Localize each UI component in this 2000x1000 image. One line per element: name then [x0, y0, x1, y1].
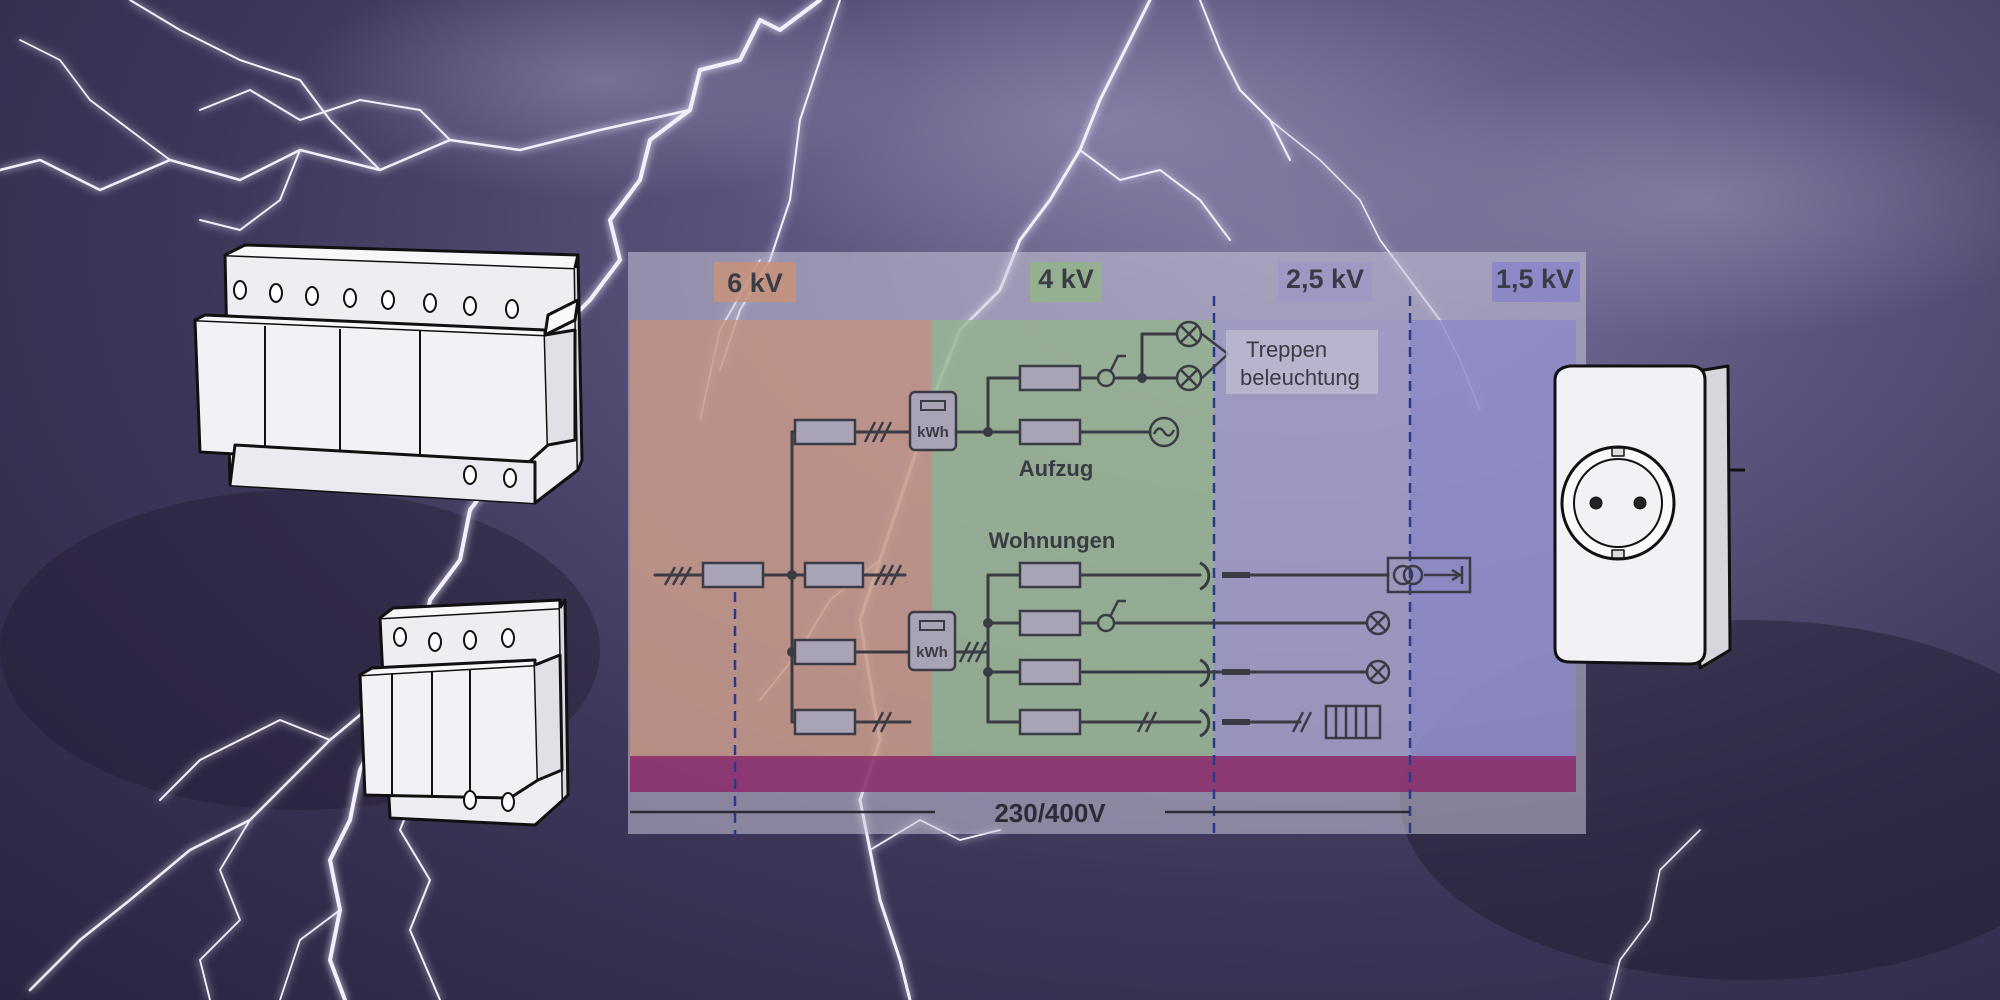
main-fuse: [701, 561, 765, 589]
fuse: [1018, 609, 1082, 637]
fuse: [803, 561, 865, 589]
radiator-icon: [1324, 704, 1382, 740]
motor-icon: [1148, 416, 1180, 448]
lamp-icon: [1175, 364, 1203, 392]
busbar: [630, 756, 1576, 792]
voltage-label: 230/400V: [994, 798, 1106, 828]
meter-label: kWh: [917, 424, 949, 441]
energy-meter-2: kWh: [907, 610, 957, 672]
surge-arrester-2pole: [358, 598, 570, 827]
zone-15kv-band: [1410, 320, 1576, 760]
fuse: [1018, 708, 1082, 736]
fuse: [1018, 561, 1082, 589]
lamp-icon: [1365, 610, 1391, 636]
zone-4kv-band: [932, 320, 1214, 760]
zone-label-4kv: 4 kV: [1038, 264, 1094, 294]
staircase-lighting-label-line1: Treppen: [1246, 337, 1327, 362]
fuse: [793, 708, 857, 736]
surge-arrester-4pole: [193, 243, 584, 505]
fuse: [1018, 418, 1082, 446]
fuse: [1018, 658, 1082, 686]
socket-adapter-icon: [1553, 364, 1745, 670]
zone-label-25kv: 2,5 kV: [1286, 264, 1364, 294]
fuse: [793, 418, 857, 446]
staircase-lighting-label-line2: beleuchtung: [1240, 365, 1360, 390]
lamp-icon: [1175, 320, 1203, 348]
meter-label: kWh: [916, 644, 948, 661]
switch-icon: [1096, 368, 1116, 388]
zone-label-15kv: 1,5 kV: [1496, 264, 1574, 294]
elevator-label: Aufzug: [1019, 456, 1094, 481]
transformer-device: [1386, 556, 1472, 594]
apartments-label: Wohnungen: [989, 528, 1116, 553]
zone-6kv-band: [630, 320, 932, 760]
fuse: [793, 638, 857, 666]
energy-meter-1: kWh: [908, 390, 958, 452]
lamp-icon: [1365, 659, 1391, 685]
switch-icon: [1096, 613, 1116, 633]
fuse: [1018, 364, 1082, 392]
zone-label-6kv: 6 kV: [727, 268, 783, 298]
